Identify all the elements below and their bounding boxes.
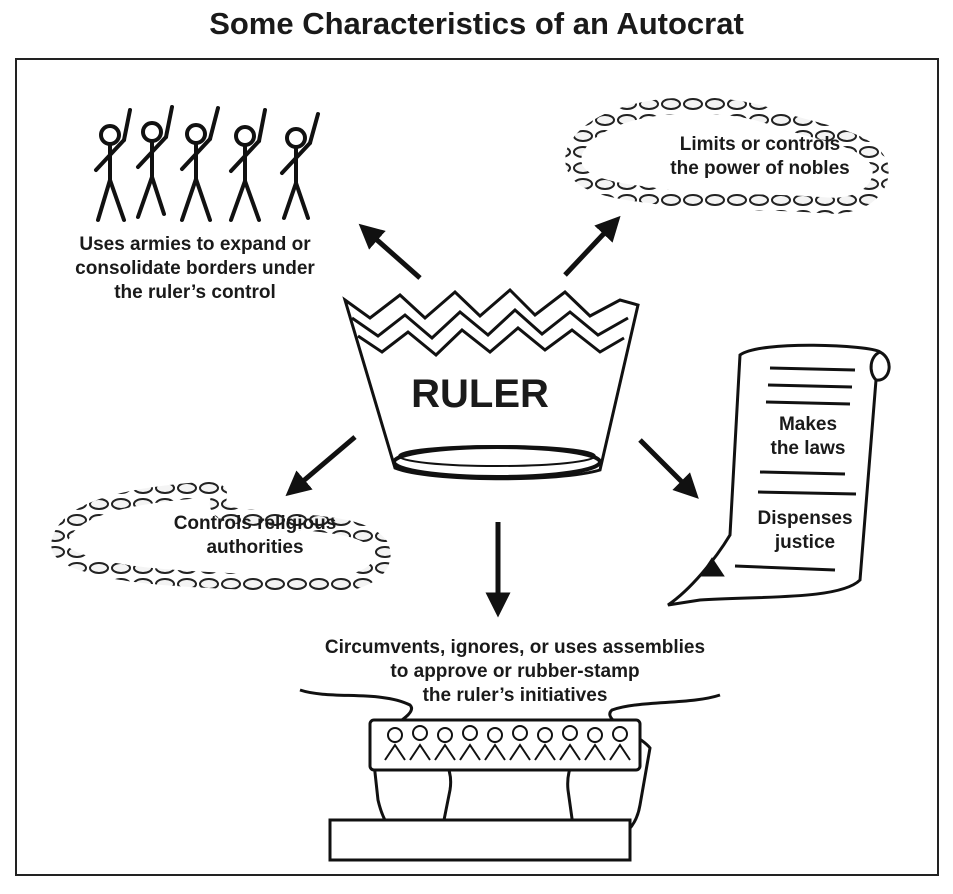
label-assemblies: Circumvents, ignores, or uses assemblies… [260,636,770,708]
label-line: the ruler’s initiatives [422,685,608,706]
scroll-icon [667,343,891,607]
hands-icon [299,688,721,862]
label-line: Makes [778,414,838,435]
chain-icon [565,97,889,214]
label-line: consolidate borders under [75,258,315,279]
diagram-frame [15,58,939,876]
arrow-laws [638,438,699,499]
label-armies: Uses armies to expand or consolidate bor… [50,233,340,305]
diagram-title: Some Characteristics of an Autocrat [209,6,744,41]
label-justice: Dispenses justice [735,507,875,555]
label-line: the ruler’s control [114,282,276,303]
ruler-label: RULER [411,372,549,416]
label-line: justice [774,532,836,553]
crown-icon [342,287,640,481]
label-line: the laws [770,438,846,459]
label-line: authorities [206,537,304,558]
label-line: Uses armies to expand or [79,234,311,255]
soldiers-icon [94,105,320,222]
label-line: Circumvents, ignores, or uses assemblies [324,637,706,658]
label-nobles: Limits or controls the power of nobles [640,133,880,181]
label-line: the power of nobles [670,158,850,179]
arrows [285,215,699,618]
label-religion: Controls religious authorities [140,512,370,560]
arrow-armies [358,223,422,280]
label-line: Controls religious [173,513,337,534]
label-line: to approve or rubber-stamp [390,661,640,682]
arrow-religion [285,435,357,497]
label-laws: Makes the laws [748,413,868,461]
chain-icon [51,481,391,594]
label-line: Limits or controls [679,134,841,155]
arrow-nobles [563,215,621,277]
label-line: Dispenses [757,508,853,529]
